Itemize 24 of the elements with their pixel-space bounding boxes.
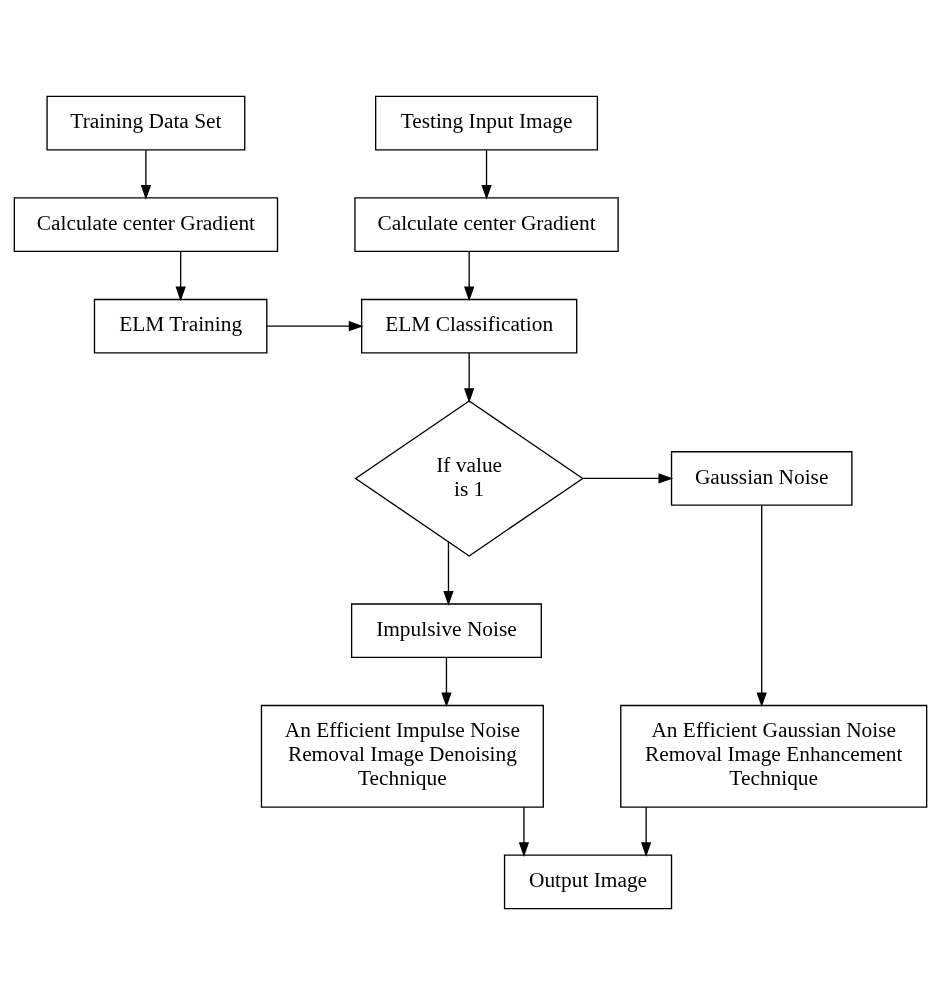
node-box: An Efficient Impulse Noise Removal Image Denoising Technique — [260, 704, 544, 808]
node-box: ELM Training — [93, 298, 267, 354]
arrow — [463, 250, 474, 301]
node-box: Calculate center Gradient — [353, 196, 619, 252]
node-box: Training Data Set — [45, 95, 245, 151]
arrow — [581, 472, 673, 484]
node-box: An Efficient Gaussian Noise Removal Image Enhancement Technique — [619, 704, 927, 808]
node-box: Impulsive Noise — [350, 602, 542, 658]
arrow — [518, 806, 529, 857]
node-box: ELM Classification — [360, 298, 577, 354]
arrow — [140, 149, 151, 200]
node-box: Gaussian Noise — [670, 450, 853, 506]
arrow — [265, 320, 363, 331]
arrow — [463, 351, 474, 403]
arrow — [440, 656, 452, 707]
node-box: Output Image — [503, 853, 672, 909]
arrow — [480, 149, 492, 200]
arrow — [442, 541, 454, 606]
node-box: Testing Input Image — [374, 95, 598, 151]
arrow — [640, 806, 651, 857]
arrow — [756, 504, 767, 707]
node-box: Calculate center Gradient — [13, 196, 278, 252]
node-diamond: If value is 1 — [353, 399, 584, 557]
arrow — [175, 250, 186, 301]
